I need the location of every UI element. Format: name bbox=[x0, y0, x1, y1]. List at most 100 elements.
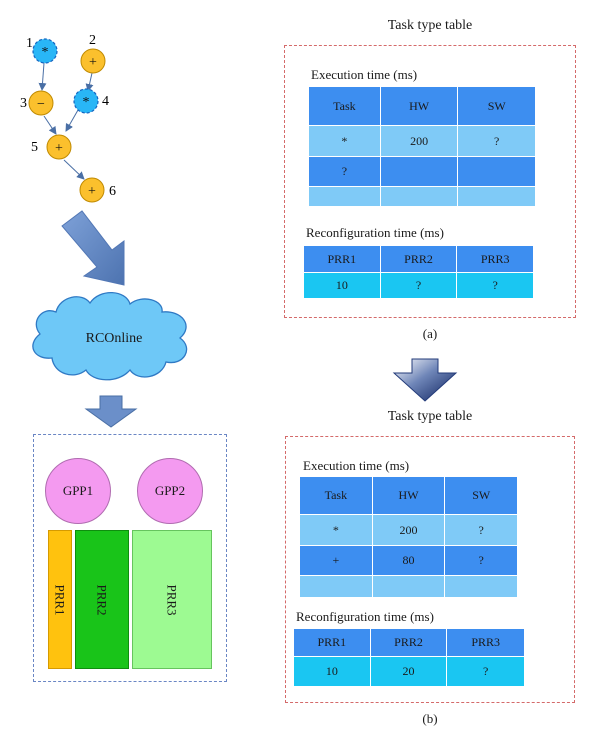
node-op: * bbox=[83, 95, 90, 110]
table-cell bbox=[379, 156, 459, 187]
table-row bbox=[308, 186, 536, 207]
table-cell: 20 bbox=[369, 656, 448, 687]
cloud-icon bbox=[32, 291, 188, 381]
panel-a-caption: (a) bbox=[422, 326, 438, 341]
graph-node-4: * bbox=[73, 88, 99, 114]
table-cell: * bbox=[299, 514, 373, 546]
graph-node-1: * bbox=[32, 38, 58, 64]
transition-arrow-icon bbox=[392, 358, 458, 402]
table-cell bbox=[299, 575, 373, 598]
table-cell: 200 bbox=[379, 125, 459, 157]
table-row: + 80 ? bbox=[299, 545, 518, 576]
node-id-3: 3 bbox=[20, 96, 27, 111]
table-cell bbox=[457, 186, 536, 207]
table-row: * 200 ? bbox=[308, 125, 536, 157]
graph-node-2: + bbox=[80, 48, 106, 74]
table-cell: ? bbox=[308, 156, 381, 187]
table-cell: ? bbox=[444, 514, 518, 546]
panel-a-box bbox=[284, 45, 576, 318]
table-row: * 200 ? bbox=[299, 514, 518, 546]
prr1-label: PRR1 bbox=[53, 583, 69, 616]
edge-1-3 bbox=[38, 62, 47, 91]
table-cell: + bbox=[299, 545, 373, 576]
gpp2-circle: GPP2 bbox=[137, 458, 203, 524]
edge-2-4 bbox=[85, 72, 94, 92]
panel-a-reconf-title: Reconfiguration time (ms) bbox=[306, 225, 444, 240]
table-cell bbox=[308, 186, 381, 207]
table-header-cell: SW bbox=[457, 86, 536, 126]
table-header-cell: PRR3 bbox=[456, 245, 534, 273]
node-op: + bbox=[88, 184, 96, 199]
table-header-cell: PRR1 bbox=[303, 245, 381, 273]
table-cell: 80 bbox=[371, 545, 446, 576]
table-header-cell: HW bbox=[379, 86, 459, 126]
table-row: ? bbox=[308, 156, 536, 187]
table-cell bbox=[371, 575, 446, 598]
graph-node-3: − bbox=[28, 90, 54, 116]
gpp2-label: GPP2 bbox=[154, 483, 186, 498]
task-graph: * + − * + + 1 2 3 4 5 6 bbox=[20, 33, 188, 428]
table-cell: ? bbox=[456, 272, 534, 299]
table-header-cell: Task bbox=[308, 86, 381, 126]
node-op: * bbox=[42, 45, 49, 60]
edge-5-6 bbox=[63, 159, 85, 180]
table-row: 10 20 ? bbox=[293, 656, 525, 687]
table-header-row: Task HW SW bbox=[308, 86, 536, 126]
table-header-cell: PRR1 bbox=[293, 628, 371, 657]
prr3-block: PRR3 bbox=[132, 530, 212, 669]
node-op: − bbox=[37, 97, 45, 112]
table-header-cell: PRR2 bbox=[379, 245, 458, 273]
table-cell bbox=[457, 156, 536, 187]
table-cell: ? bbox=[457, 125, 536, 157]
table-header-row: PRR1 PRR2 PRR3 bbox=[293, 628, 525, 657]
table-header-row: Task HW SW bbox=[299, 476, 518, 515]
panel-b-reconf-table: PRR1 PRR2 PRR3 10 20 ? bbox=[293, 628, 525, 687]
platform-box bbox=[33, 434, 227, 682]
prr2-label: PRR2 bbox=[94, 583, 110, 616]
table-cell: ? bbox=[444, 545, 518, 576]
panel-b-title: Task type table bbox=[387, 409, 473, 424]
panel-a-reconf-table: PRR1 PRR2 PRR3 10 ? ? bbox=[303, 245, 534, 299]
edge-4-5 bbox=[65, 109, 79, 132]
table-header-cell: PRR2 bbox=[369, 628, 448, 657]
node-id-6: 6 bbox=[109, 184, 116, 199]
table-cell: ? bbox=[379, 272, 458, 299]
node-id-1: 1 bbox=[26, 36, 33, 51]
gpp1-label: GPP1 bbox=[62, 483, 94, 498]
node-id-4: 4 bbox=[102, 94, 109, 109]
node-id-2: 2 bbox=[89, 33, 96, 48]
table-header-cell: SW bbox=[444, 476, 518, 515]
big-arrow-icon bbox=[61, 210, 125, 286]
panel-b-caption: (b) bbox=[422, 711, 438, 726]
panel-b-box bbox=[285, 436, 575, 703]
panel-b-reconf-title: Reconfiguration time (ms) bbox=[296, 609, 434, 624]
cloud-label: RCOnline bbox=[85, 331, 143, 346]
table-cell bbox=[379, 186, 459, 207]
prr1-block: PRR1 bbox=[48, 530, 72, 669]
table-cell: ? bbox=[446, 656, 525, 687]
table-cell: 10 bbox=[293, 656, 371, 687]
table-header-cell: PRR3 bbox=[446, 628, 525, 657]
node-op: + bbox=[89, 55, 97, 70]
down-arrow-icon bbox=[84, 395, 138, 428]
table-cell: 10 bbox=[303, 272, 381, 299]
panel-b-exec-table: Task HW SW * 200 ? + 80 ? bbox=[299, 476, 518, 598]
node-id-5: 5 bbox=[31, 140, 38, 155]
panel-b-exec-title: Execution time (ms) bbox=[303, 458, 410, 473]
prr2-block: PRR2 bbox=[75, 530, 129, 669]
table-row bbox=[299, 575, 518, 598]
table-header-cell: HW bbox=[371, 476, 446, 515]
table-cell bbox=[444, 575, 518, 598]
edge-3-5 bbox=[43, 115, 57, 135]
table-cell: * bbox=[308, 125, 381, 157]
table-header-row: PRR1 PRR2 PRR3 bbox=[303, 245, 534, 273]
panel-a-exec-table: Task HW SW * 200 ? ? bbox=[308, 86, 536, 207]
prr3-label: PRR3 bbox=[164, 583, 180, 616]
table-cell: 200 bbox=[371, 514, 446, 546]
graph-node-5: + bbox=[46, 134, 72, 160]
node-op: + bbox=[55, 141, 63, 156]
gpp1-circle: GPP1 bbox=[45, 458, 111, 524]
graph-node-6: + bbox=[79, 177, 105, 203]
table-row: 10 ? ? bbox=[303, 272, 534, 299]
